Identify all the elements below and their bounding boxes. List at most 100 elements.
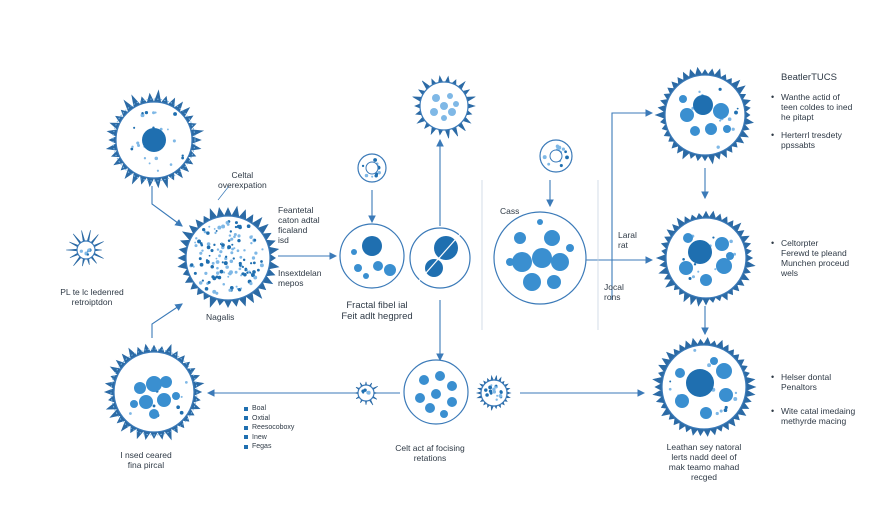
organelle bbox=[253, 275, 258, 280]
organelle bbox=[364, 173, 369, 178]
organelle bbox=[366, 390, 371, 395]
cell-core bbox=[549, 149, 563, 163]
organelle bbox=[668, 387, 672, 391]
organelle bbox=[152, 111, 156, 115]
organelle bbox=[133, 126, 136, 129]
organelle bbox=[238, 261, 242, 266]
cell-membrane bbox=[76, 240, 96, 260]
organelle bbox=[712, 236, 715, 239]
organelle bbox=[734, 110, 738, 115]
organelle bbox=[130, 147, 134, 151]
organelle bbox=[373, 158, 378, 162]
organelle bbox=[136, 141, 140, 145]
bottom-mid-cell bbox=[403, 359, 469, 425]
organelle bbox=[237, 238, 241, 243]
organelle bbox=[193, 271, 197, 275]
organelle bbox=[734, 391, 738, 395]
organelle bbox=[680, 108, 694, 122]
bottom-left-cell bbox=[103, 343, 205, 441]
organelle bbox=[434, 236, 458, 260]
center-cell-caption: Nagalis bbox=[206, 312, 235, 322]
cell-spikes bbox=[652, 337, 757, 437]
organelle bbox=[143, 157, 147, 160]
organelle bbox=[221, 261, 224, 264]
organelle bbox=[149, 409, 159, 419]
organelle bbox=[202, 227, 206, 232]
organelle bbox=[544, 230, 560, 246]
organelle bbox=[199, 251, 203, 255]
organelle bbox=[435, 371, 445, 381]
legend-swatch bbox=[244, 406, 248, 411]
organelle bbox=[256, 268, 260, 272]
cell-membrane bbox=[664, 74, 746, 156]
organelle bbox=[227, 245, 232, 250]
organelle bbox=[440, 410, 448, 418]
organelle bbox=[221, 224, 226, 229]
organelle bbox=[235, 285, 238, 288]
organelle bbox=[499, 390, 503, 394]
legend-item: Inew bbox=[244, 433, 294, 443]
arrow bbox=[611, 109, 654, 300]
organelle bbox=[232, 257, 235, 260]
organelle bbox=[432, 94, 440, 102]
organelle bbox=[537, 219, 543, 225]
organelle bbox=[130, 400, 138, 408]
organelle bbox=[231, 247, 234, 251]
organelle bbox=[214, 231, 217, 235]
organelle bbox=[259, 263, 264, 268]
organelle bbox=[141, 111, 144, 115]
organelle bbox=[156, 169, 160, 172]
cell-annotation-label: Celtal overexpation bbox=[218, 170, 267, 190]
organelle bbox=[224, 255, 228, 258]
cell-spikes bbox=[654, 66, 754, 165]
large-cell bbox=[493, 211, 587, 305]
organelle bbox=[195, 237, 198, 240]
organelle bbox=[225, 220, 229, 225]
organelle bbox=[441, 115, 447, 121]
organelle bbox=[705, 123, 717, 135]
organelle bbox=[146, 376, 162, 392]
organelle bbox=[253, 238, 257, 242]
organelle bbox=[238, 267, 242, 271]
organelle bbox=[415, 393, 425, 403]
legend: Boal Oxtial Reesocoboxy Inew Fegas bbox=[244, 404, 294, 452]
organelle bbox=[230, 237, 234, 241]
organelle bbox=[727, 117, 732, 121]
organelle bbox=[184, 381, 188, 384]
lower-mid-label: Jocal rons bbox=[604, 282, 624, 302]
organelle bbox=[547, 275, 561, 289]
organelle bbox=[250, 262, 253, 265]
organelle bbox=[447, 381, 457, 391]
arrow bbox=[151, 186, 183, 227]
organelle bbox=[512, 252, 532, 272]
organelle bbox=[242, 258, 246, 262]
organelle bbox=[234, 225, 238, 229]
organelle bbox=[715, 411, 719, 416]
cell-spikes bbox=[354, 381, 378, 406]
legend-item: Oxtial bbox=[244, 414, 294, 424]
organelle bbox=[240, 287, 243, 290]
organelle bbox=[131, 145, 134, 149]
lateral-label: Laral rat bbox=[618, 230, 637, 250]
organelle bbox=[373, 261, 383, 271]
organelle bbox=[351, 249, 357, 255]
organelle bbox=[227, 239, 231, 242]
organelle bbox=[261, 248, 264, 251]
organelle bbox=[204, 271, 208, 275]
organelle bbox=[710, 357, 718, 365]
cell-spikes bbox=[412, 75, 476, 139]
organelle bbox=[216, 266, 219, 270]
organelle bbox=[234, 270, 238, 274]
organelle bbox=[448, 108, 456, 116]
organelle bbox=[733, 396, 738, 401]
organelle bbox=[723, 125, 731, 133]
organelle bbox=[686, 369, 714, 397]
organelle bbox=[495, 384, 498, 387]
organelle bbox=[217, 275, 222, 280]
organelle bbox=[698, 90, 701, 94]
top-mid-label: Feantetal caton adtal ficaland isd bbox=[278, 205, 320, 245]
organelle bbox=[86, 253, 90, 256]
organelle bbox=[447, 397, 457, 407]
organelle bbox=[181, 154, 184, 157]
organelle bbox=[713, 103, 729, 119]
